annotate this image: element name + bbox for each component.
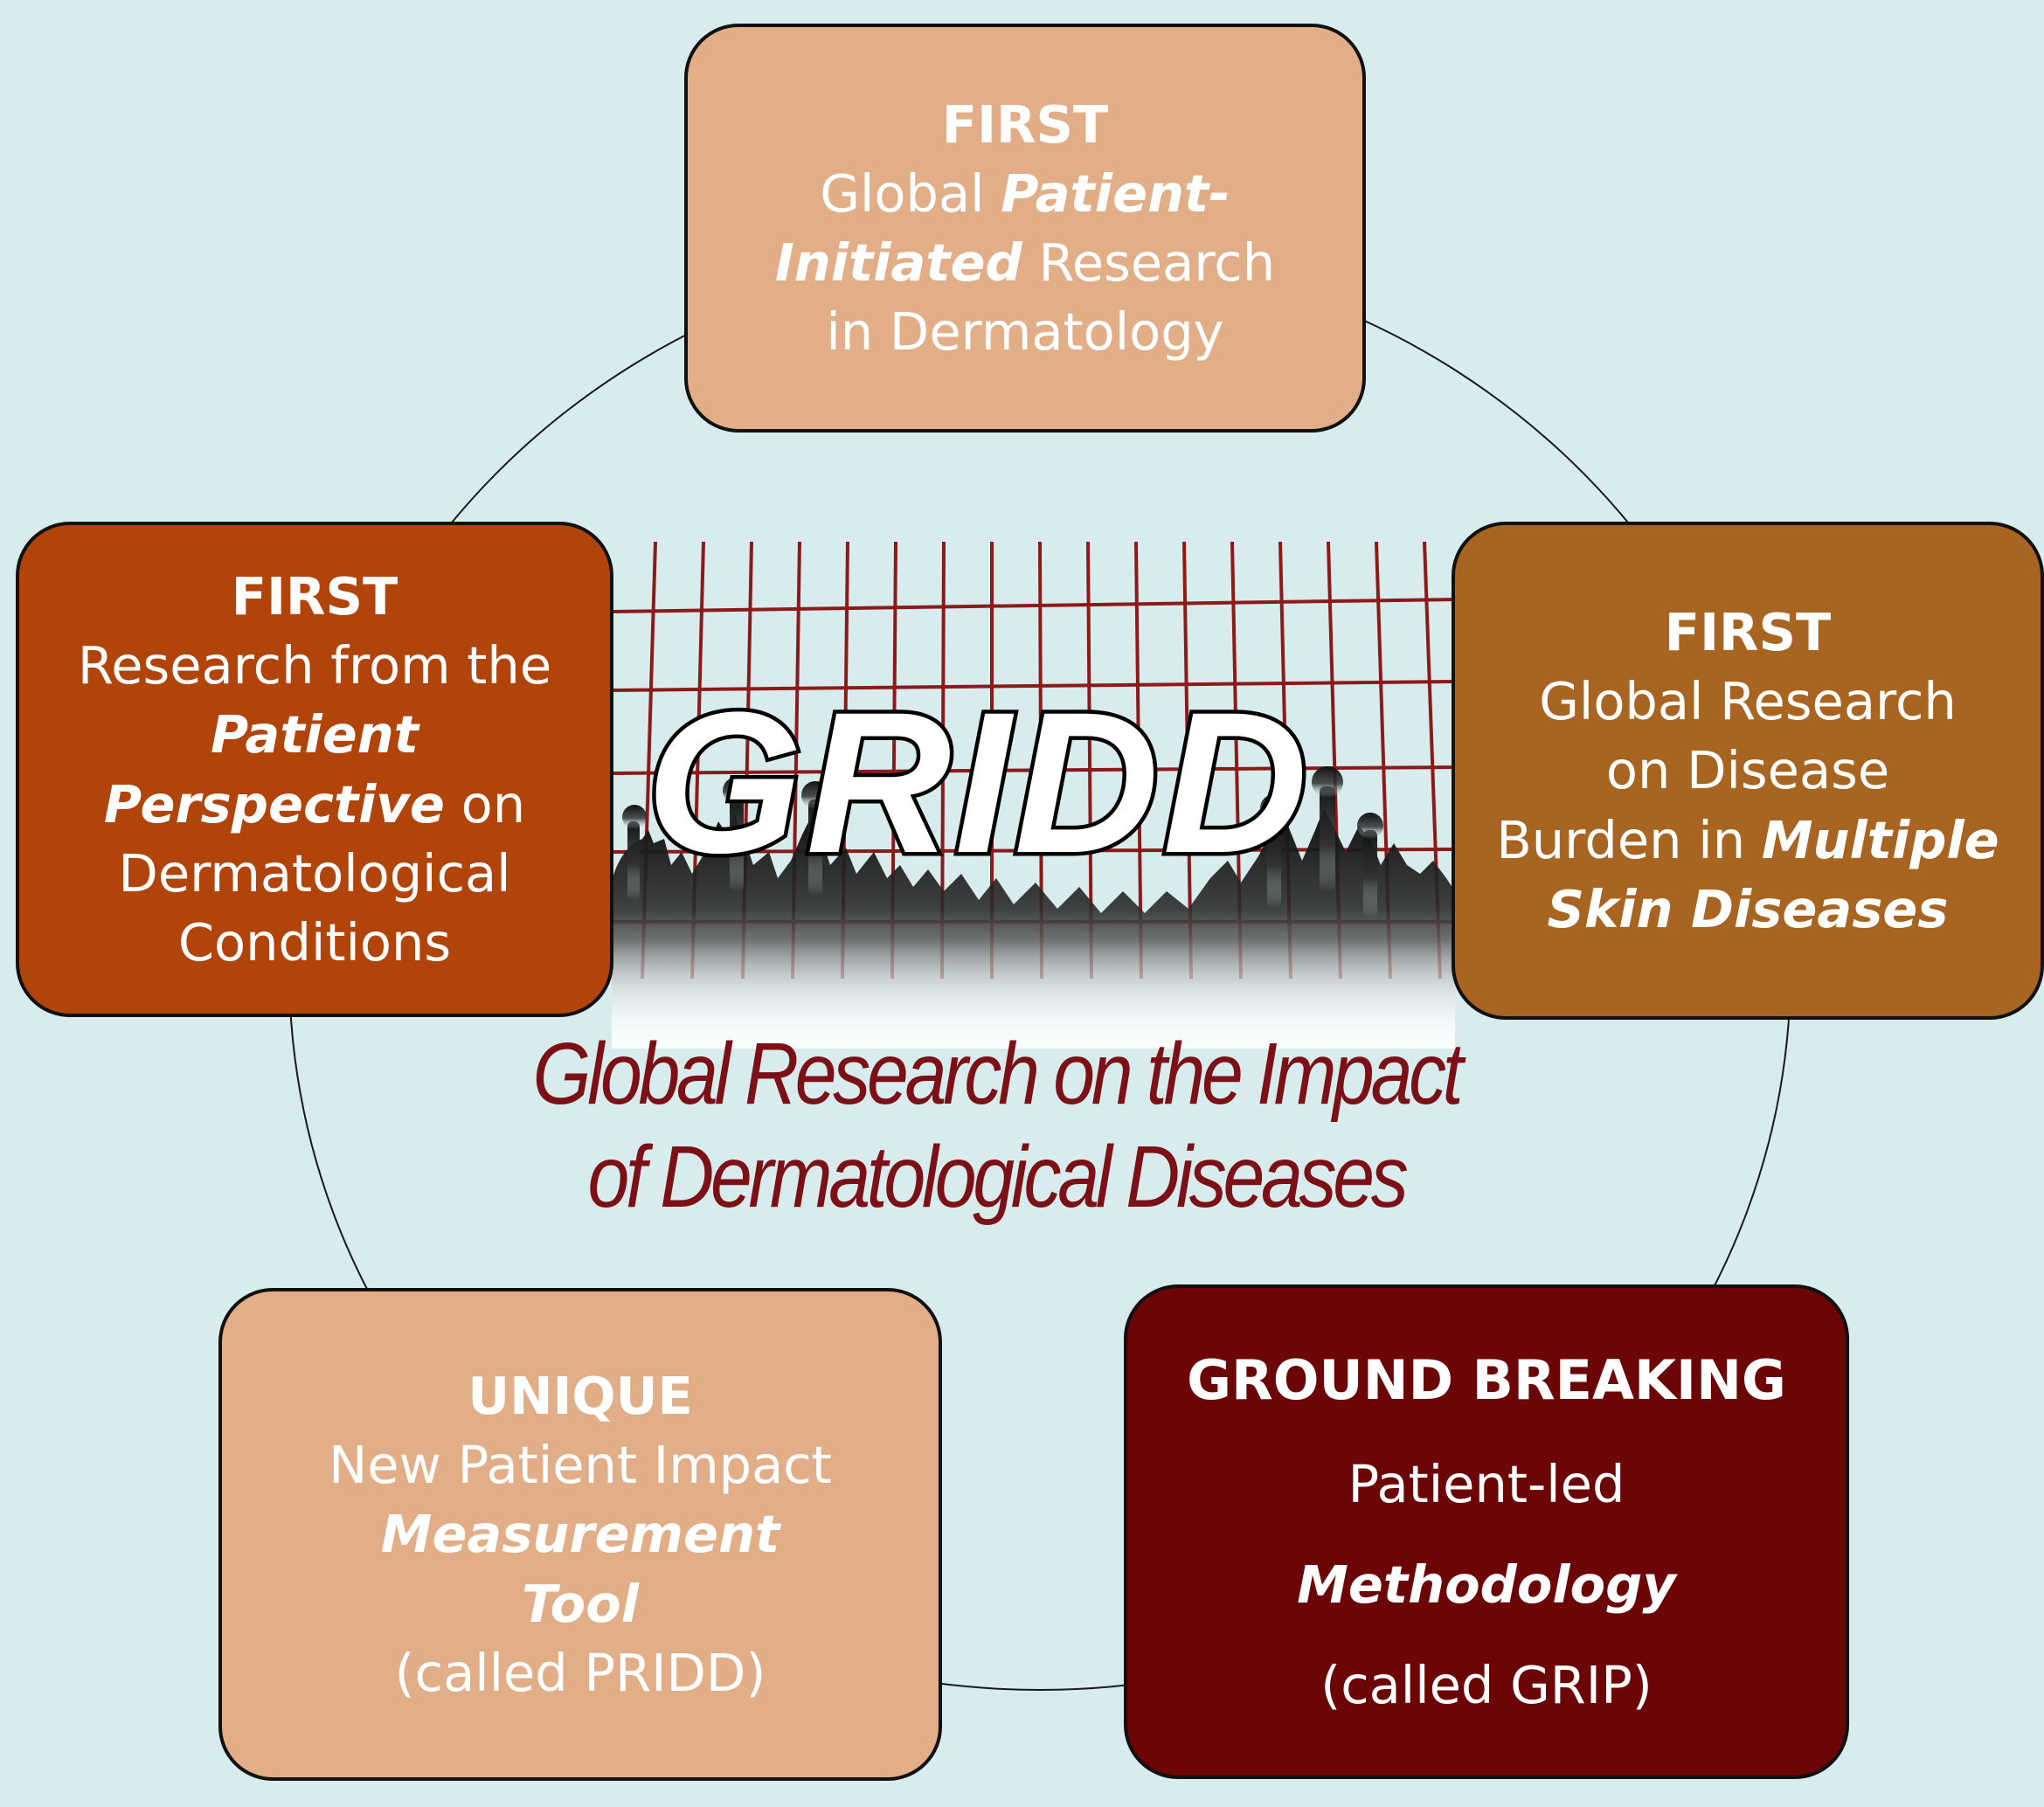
box-patient-initiated-research: FIRST Global Patient- Initiated Research…: [684, 24, 1366, 433]
box-methodology: GROUND BREAKING Patient-led Methodology …: [1124, 1284, 1849, 1779]
box-line: New Patient Impact: [329, 1435, 832, 1496]
box-heading: UNIQUE: [468, 1366, 693, 1427]
box-line: Initiated Research: [775, 228, 1275, 297]
box-measurement-tool: UNIQUE New Patient Impact Measurement To…: [218, 1288, 942, 1781]
box-line: (called PRIDD): [394, 1642, 766, 1703]
box-emphasis: Multiple: [1761, 809, 1999, 870]
box-heading: FIRST: [231, 566, 398, 627]
box-line: in Dermatology: [826, 301, 1224, 363]
box-line: Global Patient-: [820, 159, 1230, 228]
box-patient-perspective: FIRST Research from the Patient Perspect…: [16, 522, 613, 1017]
box-emphasis: Patient: [211, 704, 419, 765]
tagline-line-2: of Dermatological Diseases: [587, 1128, 1409, 1226]
box-line: Dermatological: [118, 842, 511, 904]
gridd-tagline: Global Research on the Impact of Dermato…: [493, 1022, 1500, 1229]
box-emphasis: Skin Diseases: [1547, 878, 1949, 939]
box-emphasis: Measurement: [380, 1504, 780, 1565]
box-line: Measurement: [381, 1499, 779, 1568]
box-line: on Disease: [1605, 740, 1890, 801]
box-line: Patient: [211, 700, 419, 769]
box-text: Global: [820, 163, 1001, 224]
box-text: on: [444, 773, 526, 834]
gridd-wordmark: GRIDD: [646, 670, 1311, 895]
box-line: Burden in Multiple: [1496, 806, 1999, 875]
box-line: (called GRIP): [1320, 1654, 1653, 1715]
box-line: Conditions: [177, 911, 452, 973]
box-heading: GROUND BREAKING: [1187, 1347, 1786, 1412]
box-multiple-skin-diseases: FIRST Global Research on Disease Burden …: [1452, 522, 2044, 1020]
box-line: Tool: [522, 1569, 639, 1638]
box-text: Research: [1022, 232, 1276, 293]
box-emphasis: Initiated: [774, 232, 1022, 293]
box-line: Patient-led: [1348, 1453, 1625, 1514]
box-line: Research from the: [77, 635, 552, 696]
box-line: Global Research: [1539, 671, 1957, 732]
tagline-line-1: Global Research on the Impact: [532, 1025, 1464, 1123]
box-emphasis: Patient-: [1001, 163, 1230, 224]
box-heading: FIRST: [941, 93, 1109, 155]
box-line: Skin Diseases: [1548, 875, 1949, 944]
box-line: Methodology: [1297, 1534, 1676, 1635]
box-emphasis: Tool: [522, 1573, 639, 1634]
box-heading: FIRST: [1664, 602, 1832, 663]
box-emphasis: Methodology: [1297, 1554, 1676, 1615]
box-text: Burden in: [1496, 809, 1762, 870]
box-emphasis: Perspective: [103, 773, 445, 834]
box-line: Perspective on: [104, 770, 525, 839]
